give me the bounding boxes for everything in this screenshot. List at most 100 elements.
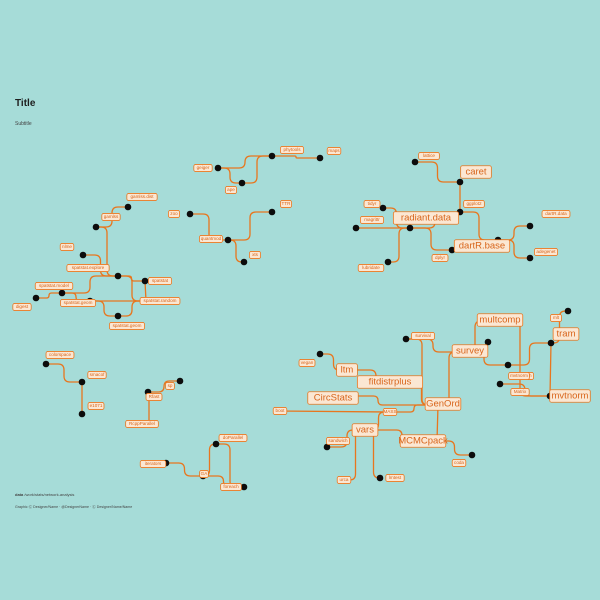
node-label-circstats: CircStats bbox=[307, 391, 359, 405]
credits: Graphic Ⓒ Designer/Name · @DesignerName … bbox=[15, 505, 133, 509]
node-label-text: boot bbox=[276, 408, 286, 413]
caption-label: data bbox=[15, 492, 24, 497]
node-label-sp: sp bbox=[165, 382, 175, 390]
node-colorspace bbox=[42, 360, 50, 368]
node-label-text: spatstat.geom bbox=[64, 300, 93, 305]
edge-iterators-ga bbox=[165, 462, 204, 477]
node-label-text: ape bbox=[227, 187, 235, 192]
node-ttr bbox=[268, 208, 276, 216]
node-radiant bbox=[406, 224, 414, 232]
node-spmodel bbox=[58, 289, 66, 297]
node-label-caret: caret bbox=[460, 165, 492, 179]
node-label-text: foreach bbox=[223, 484, 239, 489]
node-label-mvtnormBig: mvtnorm bbox=[549, 389, 591, 403]
node-sp bbox=[176, 377, 184, 385]
node-label-text: lmtest bbox=[389, 475, 402, 480]
node-label-box bbox=[392, 211, 460, 225]
node-magrittr bbox=[352, 224, 360, 232]
node-label-box bbox=[280, 146, 304, 154]
node-label-box bbox=[272, 407, 288, 415]
node-label-box bbox=[550, 314, 562, 322]
node-label-box bbox=[385, 474, 405, 482]
node-sandwich2 bbox=[323, 443, 331, 451]
node-label-mcmcpack: MCMCpack bbox=[398, 434, 448, 448]
node-label-rcpp: RcppParallel bbox=[125, 420, 159, 428]
node-label-box bbox=[87, 402, 105, 410]
node-label-text: colorspace bbox=[49, 352, 72, 357]
node-label-text: MASS bbox=[383, 409, 396, 414]
node-label-box bbox=[463, 200, 485, 208]
node-label-text: adegenet bbox=[536, 249, 556, 254]
node-label-spexplore: spatstat.explore bbox=[66, 264, 110, 272]
node-label-matrix: Matrix bbox=[510, 388, 530, 396]
node-label-sprandom: spatstat.random bbox=[139, 297, 181, 305]
node-label-text: multcomp bbox=[479, 315, 520, 326]
node-gamlss bbox=[92, 223, 100, 231]
edge-spexplore-spmodel bbox=[61, 275, 119, 294]
node-label-spatstat: spatstat bbox=[148, 277, 172, 285]
node-label-text: maps bbox=[328, 148, 340, 153]
node-spexplore bbox=[114, 272, 122, 280]
edge-circstats-genord bbox=[317, 395, 439, 406]
node-label-box bbox=[165, 382, 175, 390]
edge-radiant-dplyr bbox=[409, 227, 453, 251]
node-label-digest: digest bbox=[12, 303, 32, 311]
node-label-tidyr: tidyr bbox=[363, 200, 381, 208]
node-caret bbox=[456, 178, 464, 186]
node-label-text: nlme bbox=[62, 244, 72, 249]
node-label-box bbox=[541, 210, 571, 218]
node-label-box bbox=[534, 248, 558, 256]
node-label-spmodel: spatstat.model bbox=[34, 282, 74, 290]
node-label-iterators: iterators bbox=[139, 460, 167, 468]
node-label-text: spatstat.random bbox=[144, 298, 177, 303]
node-label-ga: GA bbox=[199, 470, 209, 478]
edge-dartRbase-dartRdata bbox=[497, 225, 531, 241]
node-label-text: RcppParallel bbox=[129, 421, 155, 426]
node-label-box bbox=[411, 332, 435, 340]
node-label-box bbox=[109, 322, 145, 330]
node-label-text: magrittr bbox=[364, 217, 380, 222]
node-label-box bbox=[363, 200, 381, 208]
node-spatgeom bbox=[114, 312, 122, 320]
node-mapa bbox=[316, 154, 324, 162]
node-spatstat bbox=[141, 277, 149, 285]
node-label-geiger: geiger bbox=[193, 164, 213, 172]
node-label-text: zoo bbox=[170, 211, 178, 216]
node-label-text: mvtnorm bbox=[552, 391, 589, 402]
node-label-text: dartR.base bbox=[459, 241, 505, 252]
node-vegan bbox=[316, 350, 324, 358]
node-label-vegan: vegan bbox=[298, 359, 316, 367]
edge-quantmod-xts bbox=[227, 239, 245, 263]
node-label-text: TTR bbox=[282, 201, 292, 206]
node-label-box bbox=[249, 251, 261, 259]
node-label-box bbox=[220, 483, 242, 491]
node-label-box bbox=[418, 152, 440, 160]
node-label-box bbox=[382, 408, 398, 416]
node-label-text: fitdistrplus bbox=[369, 377, 412, 388]
node-label-box bbox=[199, 470, 209, 478]
node-matrix bbox=[496, 380, 504, 388]
node-label-box bbox=[431, 254, 449, 262]
node-label-text: ltm bbox=[341, 365, 354, 376]
node-label-box bbox=[424, 397, 462, 411]
node-label-nlme: nlme bbox=[59, 243, 75, 251]
node-label-box bbox=[357, 264, 385, 272]
node-label-box bbox=[326, 147, 342, 155]
node-label-dplyr: dplyr bbox=[431, 254, 449, 262]
node-label-text: radiant.data bbox=[401, 213, 452, 224]
node-label-box bbox=[145, 393, 163, 401]
node-label-box bbox=[508, 372, 530, 380]
node-label-boot: boot bbox=[272, 407, 288, 415]
node-label-lattice: lattice bbox=[418, 152, 440, 160]
edge-ttr-quantmod bbox=[227, 211, 273, 241]
node-tidyr bbox=[379, 204, 387, 212]
node-doparallel bbox=[212, 440, 220, 448]
edge-spmodel-digest bbox=[35, 292, 63, 299]
node-label-text: tram bbox=[557, 329, 576, 340]
node-label-spatgeom: spatstat.geom bbox=[109, 322, 145, 330]
node-label-box bbox=[34, 282, 74, 290]
node-label-text: digest bbox=[16, 304, 29, 309]
node-label-box bbox=[199, 235, 223, 243]
node-label-colorspace: colorspace bbox=[45, 351, 75, 359]
